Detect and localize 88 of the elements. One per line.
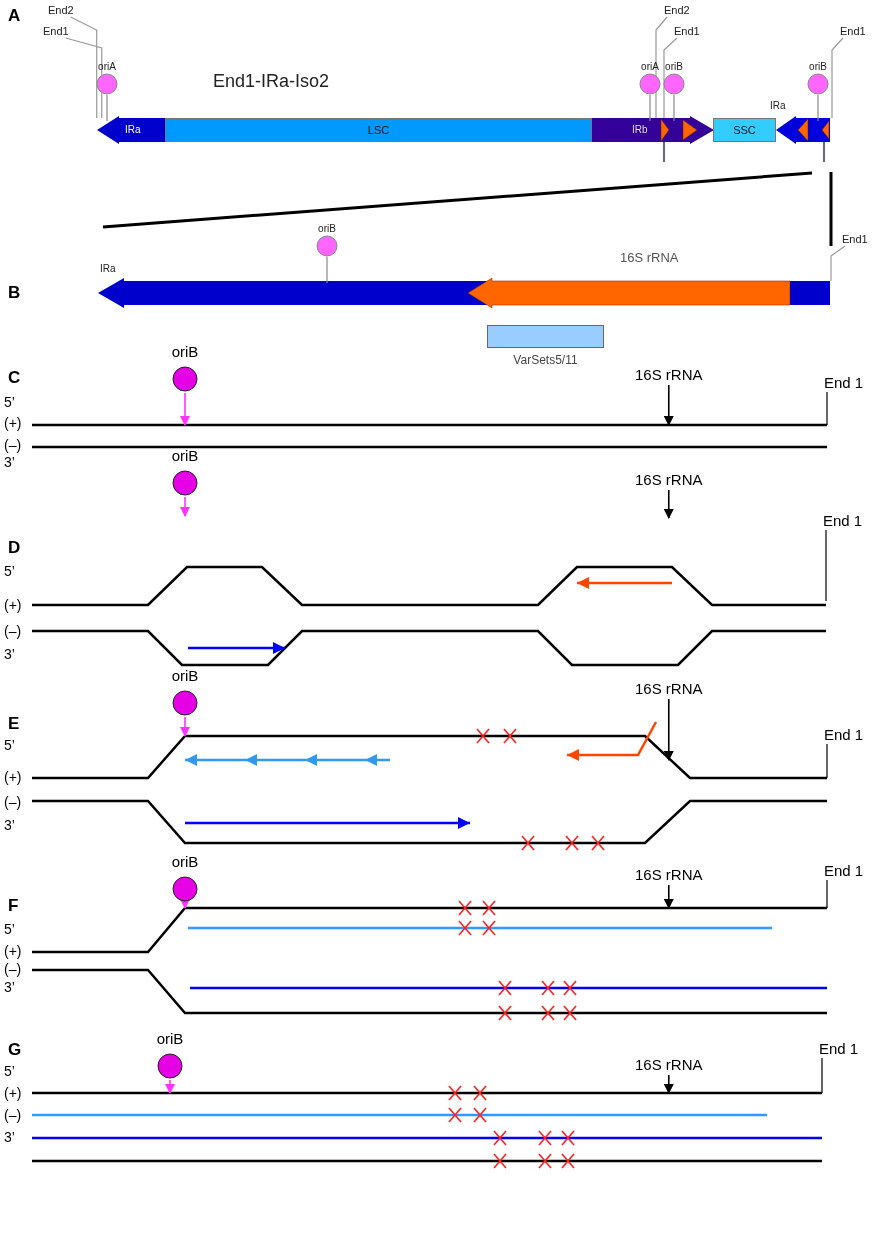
arrow (663, 489, 674, 519)
gene-label: 16S rRNA (635, 471, 703, 489)
end-label: End1 (840, 24, 866, 38)
panel-letter: B (8, 283, 21, 303)
arrow (663, 698, 674, 761)
strand-label: 5’ (4, 394, 15, 410)
map-title: End1-IRa-Iso2 (213, 70, 330, 92)
strand-label: 3’ (4, 646, 15, 662)
region-caption: VarSets5/11 (513, 353, 578, 368)
end-label: End1 (43, 24, 69, 38)
strand-label: (–) (4, 623, 22, 639)
origin-label: oriB (171, 343, 199, 361)
origin-label: oriB (171, 447, 199, 465)
strand-label: (+) (4, 597, 22, 613)
gene-label: 16S rRNA (635, 680, 703, 698)
region-bar (165, 118, 592, 142)
dna-strand (32, 423, 827, 427)
panel-letter: F (8, 896, 19, 916)
panel-letter: G (8, 1040, 22, 1060)
arrow (180, 392, 190, 426)
strand-label: 3’ (4, 454, 15, 470)
dna-strand (32, 734, 827, 780)
arrow (663, 1074, 674, 1094)
arrow (165, 1079, 175, 1094)
region-label: IRb (632, 123, 648, 137)
origin-label: oriB (171, 853, 199, 871)
arrow (180, 899, 190, 909)
dna-strand (32, 1091, 822, 1095)
end-label: End 1 (819, 1040, 859, 1058)
gene-label: 16S rRNA (635, 1056, 703, 1074)
leader-line (826, 391, 828, 426)
origin-label: oriB (156, 1030, 184, 1048)
origin-label: oriA (641, 60, 659, 73)
region-label: IRa (770, 99, 786, 112)
leader-line (655, 16, 668, 119)
origin-label: oriB (318, 222, 336, 235)
end-label: End2 (48, 3, 74, 17)
origin-label: oriB (665, 60, 683, 73)
dna-strand (32, 565, 826, 607)
strand-label: (–) (4, 1107, 22, 1123)
dna-strand (32, 906, 827, 954)
region-label: LSC (367, 123, 390, 137)
strand-label: 3’ (4, 1129, 15, 1145)
gene-label: 16S rRNA (635, 366, 703, 384)
leader-line (70, 16, 98, 119)
region-label: SSC (733, 123, 756, 137)
origin-label: oriB (171, 667, 199, 685)
leader-line (826, 743, 828, 779)
strand-label: (–) (4, 437, 22, 453)
panel-letter: C (8, 368, 21, 388)
gene-label: 16S rRNA (620, 250, 679, 266)
end-label: End 1 (823, 512, 863, 530)
leader-line (65, 37, 103, 119)
panel-letter: A (8, 6, 21, 26)
strand-label: 5’ (4, 921, 15, 937)
leader-line (821, 1057, 823, 1094)
leader-line (663, 37, 678, 119)
origin-label: oriB (809, 60, 827, 73)
strand-label: 3’ (4, 817, 15, 833)
end-label: End1 (842, 232, 868, 246)
arrow (180, 496, 190, 517)
arrow (663, 884, 674, 909)
end-label: End1 (674, 24, 700, 38)
arrow (663, 384, 674, 426)
strand-label: (–) (4, 794, 22, 810)
leader-line (826, 879, 828, 909)
region-label: IRa (125, 123, 141, 137)
end-label: End 1 (824, 862, 864, 880)
end-label: End2 (664, 3, 690, 17)
panel-letter: E (8, 714, 20, 734)
strand-label: 5’ (4, 1063, 15, 1079)
end-label: End 1 (824, 726, 864, 744)
panel-letter: D (8, 538, 21, 558)
gene-label: 16S rRNA (635, 866, 703, 884)
region-bar (713, 118, 776, 142)
strand-label: 5’ (4, 737, 15, 753)
region-label: IRa (100, 262, 116, 275)
strand-label: (+) (4, 943, 22, 959)
strand-label: (–) (4, 961, 22, 977)
arrow (180, 716, 190, 737)
leader-line (825, 529, 827, 602)
strand-label: 3’ (4, 979, 15, 995)
origin-label: oriA (98, 60, 116, 73)
strand-label: 5’ (4, 563, 15, 579)
end-label: End 1 (824, 374, 864, 392)
leader-line (830, 245, 846, 282)
leader-line (831, 37, 844, 119)
strand-label: (+) (4, 769, 22, 785)
